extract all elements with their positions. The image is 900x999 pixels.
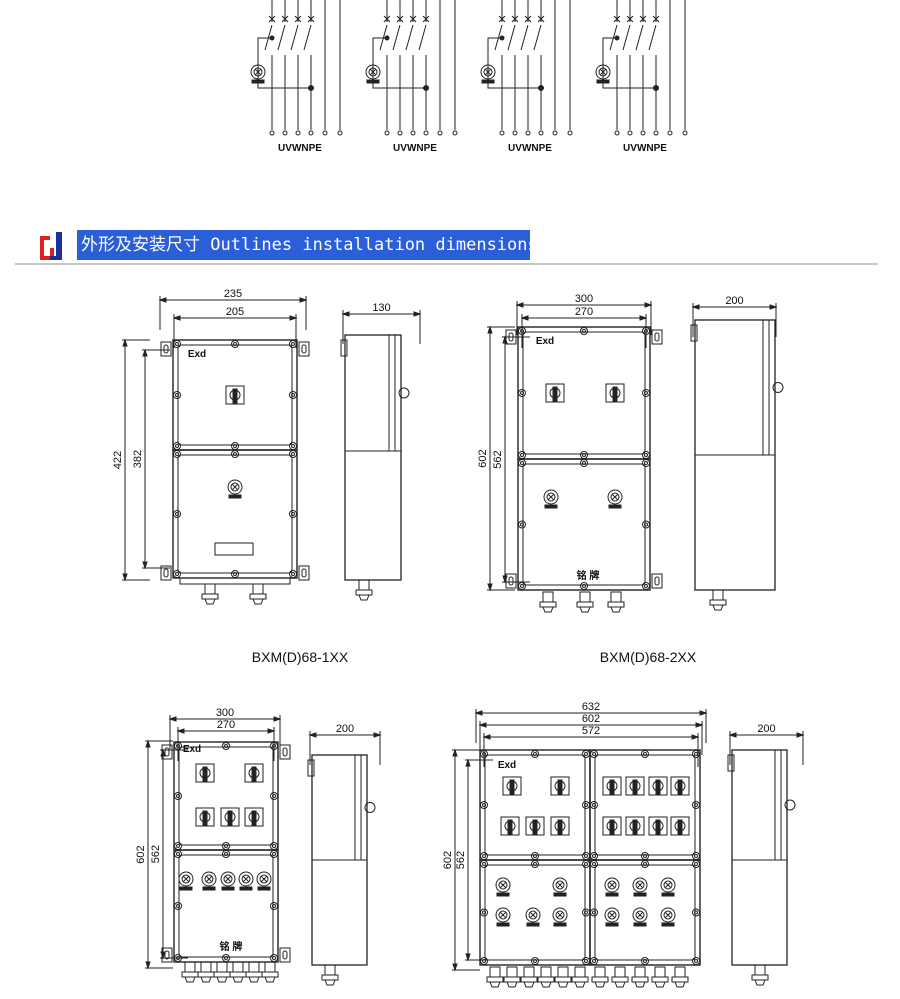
terminal-labels: UVWNPE	[623, 143, 667, 154]
dimension-label: 562	[455, 851, 467, 869]
section-divider	[15, 263, 878, 265]
indicator-lamp	[238, 871, 254, 887]
indicator-lamp	[227, 479, 243, 495]
rotary-switch	[625, 816, 645, 836]
indicator-lamp	[495, 877, 511, 893]
dimension-label: 270	[217, 719, 235, 731]
rotary-switch	[195, 807, 215, 827]
rotary-switch	[500, 816, 520, 836]
exd-mark: Exd	[183, 744, 201, 755]
dimension-label: 562	[150, 845, 162, 863]
indicator-lamp	[632, 877, 648, 893]
dimension-label: 422	[112, 451, 124, 469]
indicator-lamp	[495, 907, 511, 923]
wiring-diagram-4: UVWNPE	[595, 0, 688, 154]
exd-mark: Exd	[536, 336, 554, 347]
dimension-label: 205	[226, 306, 244, 318]
dimension-label: 300	[575, 293, 593, 305]
rotary-switch	[244, 763, 264, 783]
model-label-2: BXM(D)68-2XX	[599, 649, 697, 665]
indicator-lamp	[660, 907, 676, 923]
brand-logo	[40, 232, 62, 260]
rotary-switch	[602, 776, 622, 796]
indicator-lamp	[595, 64, 611, 80]
rotary-switch	[502, 776, 522, 796]
nameplate-label: 铭 牌	[220, 940, 243, 953]
terminal-labels: UVWNPE	[278, 143, 322, 154]
rotary-switch	[648, 816, 668, 836]
wiring-diagram-3: UVWNPE	[480, 0, 573, 154]
indicator-lamp	[256, 871, 272, 887]
rotary-switch	[648, 776, 668, 796]
dimension-label: 300	[216, 707, 234, 719]
indicator-lamp	[607, 489, 623, 505]
dimension-label: 602	[582, 713, 600, 725]
nameplate-label: 铭 牌	[577, 569, 600, 582]
indicator-lamp	[480, 64, 496, 80]
indicator-lamp	[220, 871, 236, 887]
indicator-lamp	[178, 871, 194, 887]
indicator-lamp	[632, 907, 648, 923]
rotary-switch	[625, 776, 645, 796]
indicator-lamp	[604, 877, 620, 893]
wiring-diagram-2: UVWNPE	[365, 0, 458, 154]
indicator-lamp	[604, 907, 620, 923]
dimension-label: 130	[372, 302, 390, 314]
rotary-switch	[670, 816, 690, 836]
wiring-diagram-1: UVWNPE	[250, 0, 343, 154]
enclosure-drawing-1: 235 205 422 382 Exd 130	[112, 288, 422, 605]
dimension-label: 572	[582, 725, 600, 737]
dimension-label: 235	[224, 288, 242, 300]
section-title: 外形及安装尺寸 Outlines installation dimensions	[77, 230, 538, 260]
model-label-1: BXM(D)68-1XX	[251, 649, 349, 665]
indicator-lamp	[250, 64, 266, 80]
rotary-switch	[602, 816, 622, 836]
indicator-lamp	[525, 907, 541, 923]
rotary-switch	[195, 763, 215, 783]
dimension-label: 382	[132, 450, 144, 468]
exd-mark: Exd	[498, 760, 516, 771]
dimension-label: 200	[336, 723, 354, 735]
rotary-switch	[605, 383, 625, 403]
rotary-switch	[225, 385, 245, 405]
indicator-lamp	[660, 877, 676, 893]
rotary-switch	[244, 807, 264, 827]
rotary-switch	[670, 776, 690, 796]
dimension-label: 602	[442, 851, 454, 869]
dimension-label: 200	[757, 723, 775, 735]
dimension-label: 602	[135, 845, 147, 863]
dimension-label: 632	[582, 701, 600, 713]
terminal-labels: UVWNPE	[393, 143, 437, 154]
rotary-switch	[525, 816, 545, 836]
terminal-labels: UVWNPE	[508, 143, 552, 154]
dimension-label: 200	[725, 295, 743, 307]
rotary-switch	[550, 816, 570, 836]
dimension-label: 602	[477, 449, 489, 467]
indicator-lamp	[365, 64, 381, 80]
indicator-lamp	[543, 489, 559, 505]
exd-mark: Exd	[188, 349, 206, 360]
indicator-lamp	[552, 877, 568, 893]
indicator-lamp	[552, 907, 568, 923]
rotary-switch	[550, 776, 570, 796]
rotary-switch	[220, 807, 240, 827]
indicator-lamp	[201, 871, 217, 887]
rotary-switch	[545, 383, 565, 403]
dimension-label: 562	[492, 450, 504, 468]
dimension-label: 270	[575, 306, 593, 318]
